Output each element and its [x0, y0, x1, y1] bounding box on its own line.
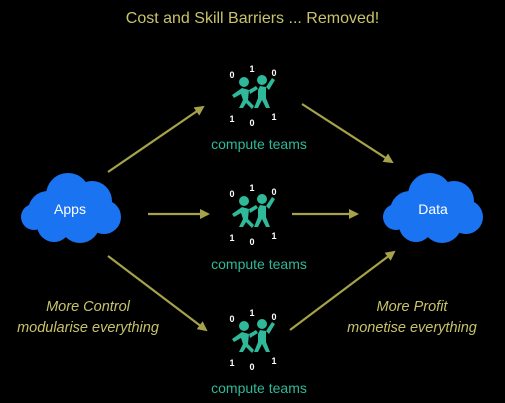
page-title: Cost and Skill Barriers ... Removed! [125, 10, 380, 27]
data-label: Data [418, 201, 448, 217]
arrow-team-1-to-data [301, 103, 394, 164]
team-1-icon: 0 1 0 1 0 1 [229, 64, 276, 128]
bit: 0 [249, 118, 254, 128]
arrow-team-3-to-data [289, 250, 396, 331]
bit: 1 [249, 64, 254, 74]
left-note: More Control modularise everything [0, 297, 188, 339]
bit: 1 [249, 183, 254, 193]
bit: 1 [271, 112, 276, 122]
bit: 1 [229, 114, 234, 124]
bit: 1 [229, 358, 234, 368]
team-3-icon: 0 1 0 1 0 1 [229, 308, 276, 372]
apps-label: Apps [54, 201, 86, 217]
bit: 1 [271, 231, 276, 241]
team-1-label: compute teams [211, 136, 307, 152]
team-2-label: compute teams [211, 256, 307, 272]
arrow-apps-to-team-3 [107, 255, 208, 332]
right-note-line-2: monetise everything [347, 320, 477, 336]
team-2-icon: 0 1 0 1 0 1 [229, 183, 276, 247]
left-note-line-2: modularise everything [17, 320, 159, 336]
bit: 0 [271, 187, 276, 197]
bit: 0 [249, 237, 254, 247]
bit: 0 [271, 312, 276, 322]
bit: 1 [249, 308, 254, 318]
bit: 1 [229, 233, 234, 243]
right-note-line-1: More Profit [376, 299, 448, 315]
arrow-apps-to-team-1 [107, 105, 205, 173]
bit: 0 [229, 70, 234, 80]
team-3-label: compute teams [211, 380, 307, 396]
bit: 0 [249, 362, 254, 372]
bit: 0 [229, 314, 234, 324]
left-note-line-1: More Control [46, 299, 130, 315]
bit: 0 [271, 68, 276, 78]
bit: 1 [271, 356, 276, 366]
bit: 0 [229, 189, 234, 199]
right-note: More Profit monetise everything [312, 297, 505, 339]
